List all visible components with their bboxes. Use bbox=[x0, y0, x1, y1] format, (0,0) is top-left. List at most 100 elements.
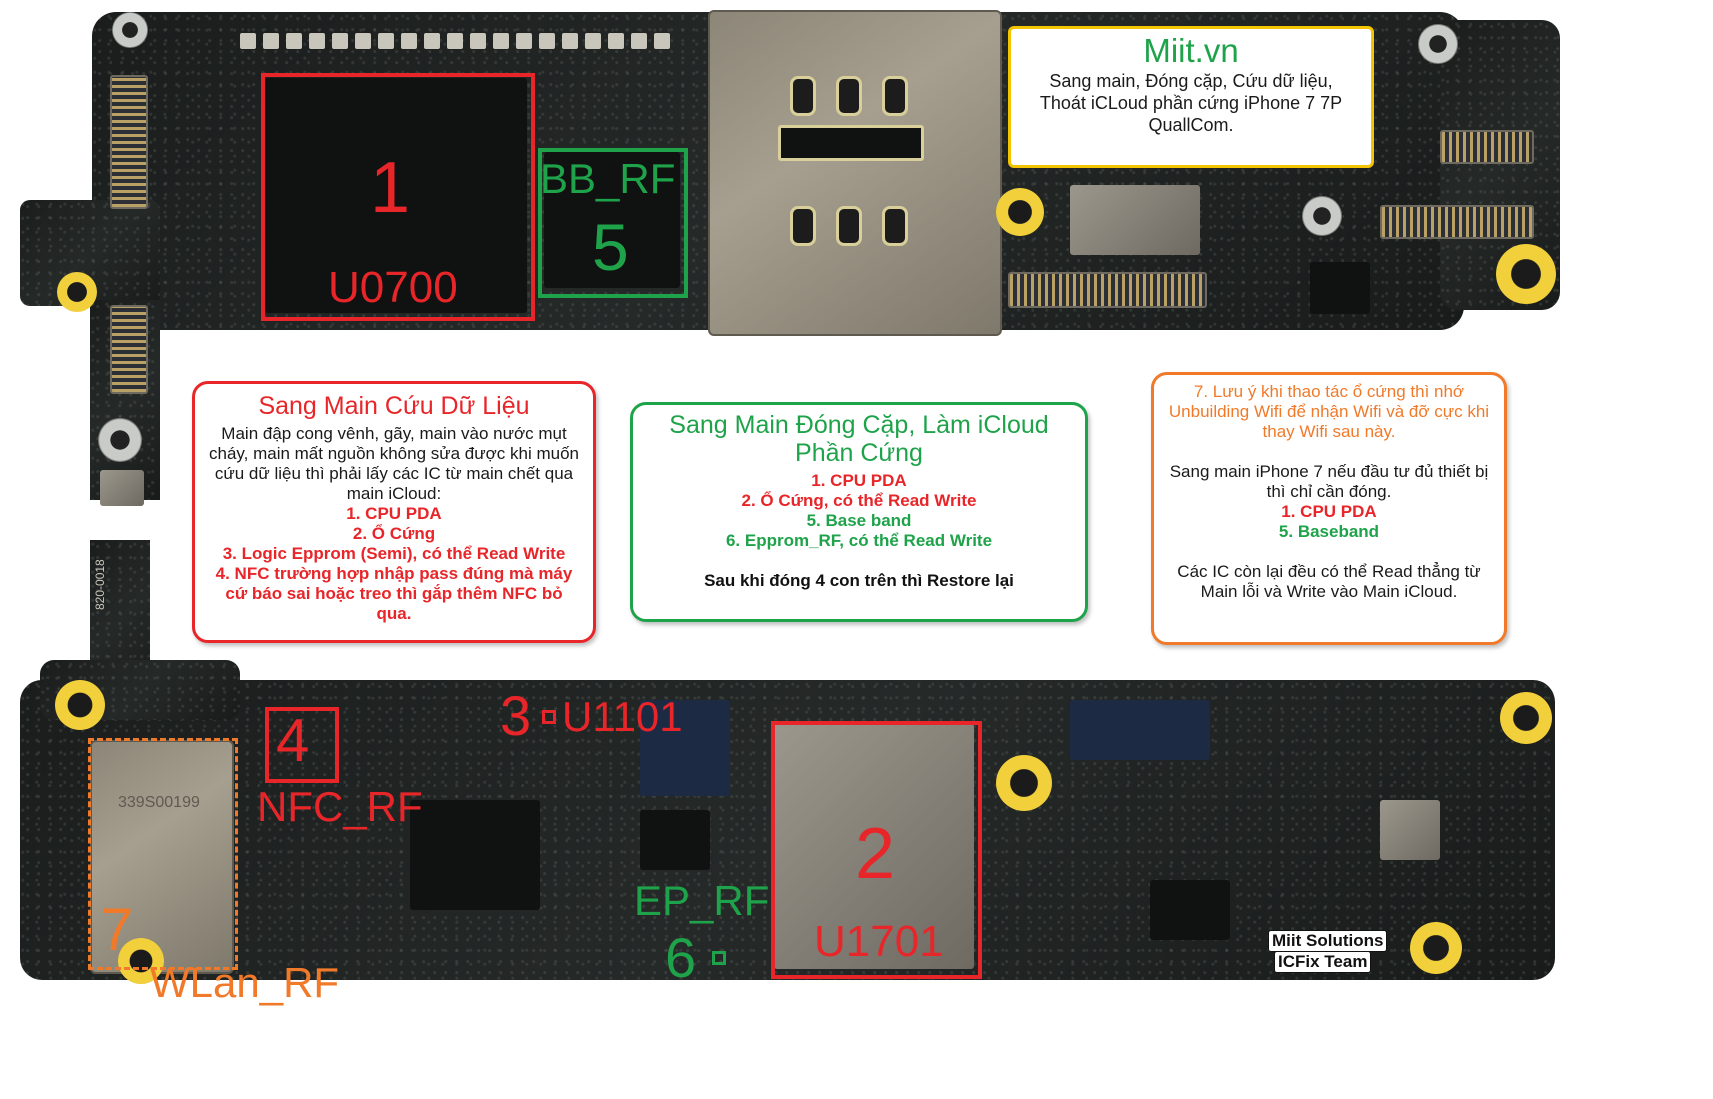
board-component bbox=[1310, 262, 1370, 314]
screw-hole-icon bbox=[1496, 244, 1556, 304]
screw-hole-icon bbox=[996, 188, 1044, 236]
screw-hole-icon bbox=[1500, 692, 1552, 744]
callout-item: cứ báo sai hoặc treo thì gắp thêm NFC bỏ bbox=[225, 584, 563, 603]
board-connector bbox=[1008, 272, 1207, 308]
screw-hole-icon bbox=[112, 12, 148, 48]
board-component bbox=[410, 800, 540, 910]
callout-item: 1. CPU PDA bbox=[346, 504, 442, 523]
cpu-chip bbox=[265, 78, 527, 313]
test-pad-row bbox=[240, 33, 670, 49]
callout-body-line: main iCloud: bbox=[346, 484, 442, 503]
screw-hole-icon bbox=[98, 418, 142, 462]
marker-label-bb-rf: BB_RF bbox=[540, 155, 676, 202]
callout-item: 3. Logic Epprom (Semi), có thể Read Writ… bbox=[222, 544, 566, 563]
callout-item: 1. CPU PDA bbox=[811, 471, 907, 490]
board-component bbox=[1150, 880, 1230, 940]
marker-number-5: 5 bbox=[592, 210, 629, 284]
marker-number-7: 7 bbox=[100, 896, 134, 963]
screw-hole-icon bbox=[118, 938, 164, 984]
sim-contact bbox=[836, 76, 862, 116]
marker-box-1 bbox=[261, 73, 535, 321]
screw-hole-icon bbox=[55, 680, 105, 730]
callout-data-recovery-title: Sang Main Cứu Dữ Liệu bbox=[258, 392, 530, 420]
board-component bbox=[100, 470, 144, 506]
marker-label-u0700: U0700 bbox=[328, 263, 458, 312]
marker-label-ep-rf: EP_RF bbox=[634, 877, 770, 924]
info-box: Miit.vn Sang main, Đóng cặp, Cứu dữ liệu… bbox=[1008, 26, 1374, 168]
callout-body-line: cứu dữ liệu thì phải lấy các IC từ main … bbox=[214, 464, 574, 483]
storage-chip bbox=[774, 724, 974, 969]
callout-pairing-title: Sang Main Đóng Cặp, Làm iCloud bbox=[669, 411, 1049, 439]
sim-contact bbox=[790, 76, 816, 116]
callout-item: 5. Baseband bbox=[1278, 522, 1380, 541]
callout-item: qua. bbox=[376, 604, 412, 623]
credit-line-1: Miit Solutions bbox=[1268, 930, 1388, 952]
callout-item: 6. Epprom_RF, có thể Read Write bbox=[725, 531, 993, 550]
sim-contact bbox=[882, 76, 908, 116]
info-box-title: Miit.vn bbox=[1143, 32, 1239, 69]
screw-hole-icon bbox=[57, 272, 97, 312]
callout-data-recovery: Sang Main Cứu Dữ Liệu Main đập cong vênh… bbox=[192, 381, 596, 643]
marker-box-2 bbox=[771, 721, 982, 979]
callout-note-line: Unbuilding Wifi để nhận Wifi và đỡ cực k… bbox=[1168, 402, 1490, 421]
marker-label-wlan-rf: WLan_RF bbox=[150, 959, 340, 1006]
marker-label-nfc-rf: NFC_RF bbox=[257, 783, 423, 830]
screw-hole-icon bbox=[996, 755, 1052, 811]
info-box-line: Thoát iCLoud phần cứng iPhone 7 7P bbox=[1039, 93, 1343, 113]
callout-body-line: Main lỗi và Write vào Main iCloud. bbox=[1200, 582, 1458, 601]
sim-contact bbox=[836, 206, 862, 246]
marker-label-u1701: U1701 bbox=[814, 917, 944, 966]
marker-label-u1101: U1101 bbox=[562, 693, 683, 740]
callout-body-line: thì chỉ cần đóng. bbox=[1266, 482, 1392, 501]
callout-pairing-footer: Sau khi đóng 4 con trên thì Restore lại bbox=[704, 571, 1014, 590]
callout-item: 2. Ổ Cứng, có thể Read Write bbox=[741, 491, 977, 510]
board-component bbox=[1380, 800, 1440, 860]
board-connector bbox=[1380, 205, 1534, 239]
marker-box-6 bbox=[712, 951, 726, 965]
board-connector bbox=[110, 75, 148, 209]
logic-board-top-tab bbox=[20, 200, 160, 306]
callout-body-line: Sang main iPhone 7 nếu đầu tư đủ thiết b… bbox=[1169, 462, 1489, 481]
info-box-line: QuallCom. bbox=[1148, 115, 1234, 135]
marker-number-4: 4 bbox=[276, 707, 310, 774]
sim-contact bbox=[882, 206, 908, 246]
marker-number-1: 1 bbox=[370, 148, 411, 228]
screw-hole-icon bbox=[1410, 922, 1462, 974]
callout-item: 4. NFC trường hợp nhập pass đúng mà máy bbox=[215, 564, 573, 583]
callout-pairing-title-2: Phần Cứng bbox=[795, 439, 923, 467]
sim-tray-shield bbox=[708, 10, 1002, 336]
board-component bbox=[640, 810, 710, 870]
callout-body-line: Main đập cong vênh, gãy, main vào nước m… bbox=[221, 424, 567, 443]
wlan-shield bbox=[90, 740, 234, 974]
info-box-line: Sang main, Đóng cặp, Cứu dữ liệu, bbox=[1049, 71, 1333, 91]
callout-note-line: 7. Lưu ý khi thao tác ổ cứng thì nhớ bbox=[1193, 382, 1465, 401]
callout-item: 1. CPU PDA bbox=[1281, 502, 1377, 521]
board-component bbox=[640, 700, 730, 796]
callout-note-line: thay Wifi sau này. bbox=[1262, 422, 1396, 441]
baseband-chip bbox=[544, 152, 680, 288]
board-connector bbox=[110, 305, 148, 394]
marker-box-5 bbox=[538, 148, 688, 298]
sim-connector-bar bbox=[778, 125, 924, 161]
marker-number-2: 2 bbox=[855, 814, 896, 894]
marker-number-3: 3 bbox=[500, 684, 532, 747]
callout-item: 2. Ổ Cứng bbox=[352, 524, 436, 543]
screw-hole-icon bbox=[1418, 24, 1458, 64]
marker-box-4 bbox=[265, 707, 339, 783]
pcb-code: 820-0018 bbox=[93, 559, 107, 610]
callout-pairing: Sang Main Đóng Cặp, Làm iCloud Phần Cứng… bbox=[630, 402, 1088, 622]
marker-number-6: 6 bbox=[665, 926, 697, 989]
credit-line-2: ICFix Team bbox=[1274, 951, 1372, 973]
chip-code: 339S00199 bbox=[118, 794, 200, 811]
callout-body-line: Các IC còn lại đều có thể Read thẳng từ bbox=[1177, 562, 1481, 581]
callout-note: 7. Lưu ý khi thao tác ổ cứng thì nhớ Unb… bbox=[1151, 372, 1507, 645]
board-component bbox=[1070, 700, 1210, 760]
sim-contact bbox=[790, 206, 816, 246]
marker-box-3 bbox=[542, 710, 556, 724]
marker-box-7 bbox=[88, 738, 238, 970]
board-connector bbox=[1440, 130, 1534, 164]
board-component bbox=[1070, 185, 1200, 255]
screw-hole-icon bbox=[1302, 196, 1342, 236]
callout-body-line: cháy, main mất nguồn không sửa được khi … bbox=[208, 444, 579, 463]
callout-item: 5. Base band bbox=[806, 511, 912, 530]
